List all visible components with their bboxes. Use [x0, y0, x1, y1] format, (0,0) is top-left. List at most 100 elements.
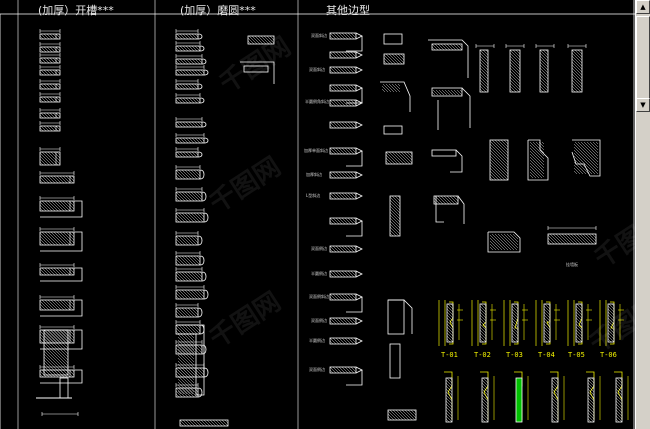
hatch-line: [177, 345, 195, 363]
hatch-line: [567, 233, 579, 245]
bevel-edge: [355, 147, 363, 155]
hatch-line: [40, 57, 47, 64]
hatch-line: [190, 289, 201, 300]
hatch-line: [62, 175, 71, 184]
hatch-line: [338, 171, 346, 179]
hatch-line: [50, 175, 59, 184]
hatch-line: [335, 51, 343, 59]
hatch-line: [571, 85, 579, 93]
hatch-line: [43, 338, 69, 364]
hatch-line: [175, 241, 180, 246]
hatch-line: [529, 162, 545, 178]
hatch-line: [344, 66, 352, 74]
hatch-line: [43, 69, 50, 76]
hatch-line: [538, 141, 545, 148]
hatch-line: [184, 271, 195, 282]
hatch-line: [518, 49, 521, 52]
hatch-line: [509, 58, 521, 70]
hatch-line: [196, 344, 203, 351]
hatch-line: [455, 43, 463, 51]
hatch-line: [575, 332, 583, 340]
hatch-line: [177, 384, 188, 395]
corner-profile: [428, 39, 469, 78]
hatch-line: [197, 419, 205, 427]
hatch-line: [43, 329, 69, 355]
round-profile: [175, 33, 199, 40]
hatch-line: [191, 58, 198, 65]
hatch-line: [58, 46, 61, 49]
side-label: 半圆倒边: [311, 271, 327, 276]
hatch-line: [61, 329, 69, 337]
rounded-edge: [203, 69, 209, 76]
hatch-line: [509, 70, 521, 82]
hatch-line: [190, 235, 199, 244]
hatch-line: [193, 307, 199, 313]
hatch-line: [251, 35, 261, 45]
hatch-line: [329, 217, 337, 225]
hatch-line: [55, 329, 69, 343]
hatch-line: [542, 49, 549, 56]
hatch-line: [389, 214, 401, 226]
round-profile: [175, 69, 205, 76]
hatch-line: [269, 35, 275, 41]
hatch-line: [56, 231, 71, 246]
hatch-line: [401, 409, 413, 421]
hatch-line: [191, 419, 199, 427]
hatch-line: [187, 271, 198, 282]
hatch-line: [489, 158, 509, 178]
vertical-scrollbar[interactable]: ▲ ▼: [635, 0, 650, 429]
hatch-line: [332, 147, 340, 155]
hatch-line: [39, 204, 47, 212]
hatch-line: [607, 323, 615, 331]
hatch-line: [332, 270, 340, 278]
hatch-line: [335, 192, 343, 200]
scroll-thumb[interactable]: [636, 16, 650, 106]
hatch-line: [529, 150, 545, 166]
hatch-line: [184, 212, 195, 223]
scroll-up-button[interactable]: ▲: [636, 0, 650, 14]
hatch-line: [71, 200, 75, 204]
hatch-line: [175, 215, 183, 223]
hatch-line: [185, 83, 192, 90]
profile-code: T-06: [600, 351, 617, 359]
hatch-line: [177, 333, 195, 351]
hatch-line: [543, 311, 551, 319]
edge-sample: [383, 125, 403, 135]
hatch-line: [200, 137, 205, 142]
hatch-line: [43, 341, 69, 367]
hatch-line: [43, 332, 69, 358]
hatch-line: [184, 387, 195, 398]
hatch-line: [177, 348, 195, 366]
hatch-line: [397, 53, 405, 61]
hatch-line: [177, 381, 191, 395]
hatch-line: [511, 311, 519, 319]
hatch-line: [182, 58, 189, 65]
hatch-line: [434, 43, 442, 51]
hatch-line: [181, 191, 192, 202]
scroll-down-button[interactable]: ▼: [636, 98, 650, 112]
hatch-line: [190, 191, 201, 202]
hatch-line: [445, 388, 453, 396]
hatch-line: [607, 308, 615, 316]
hatch-line: [587, 391, 595, 399]
hatch-line: [46, 96, 53, 103]
hatch-line: [577, 141, 599, 163]
hatch-line: [347, 66, 355, 74]
hatch-line: [187, 255, 198, 266]
hatch-line: [551, 400, 559, 408]
hatch-line: [573, 146, 599, 172]
hatch-line: [191, 151, 198, 158]
hatch-line: [175, 292, 183, 300]
hatch-line: [185, 137, 192, 144]
hatch-line: [615, 409, 623, 417]
side-label: 双面倒边: [311, 246, 327, 251]
hatch-line: [435, 89, 442, 96]
hatch-line: [55, 69, 61, 75]
hatch-line: [491, 233, 509, 251]
hatch-line: [449, 377, 453, 381]
hatch-line: [39, 333, 50, 344]
hatch-line: [344, 317, 352, 325]
hatch-line: [188, 69, 195, 76]
hatch-line: [446, 323, 454, 331]
